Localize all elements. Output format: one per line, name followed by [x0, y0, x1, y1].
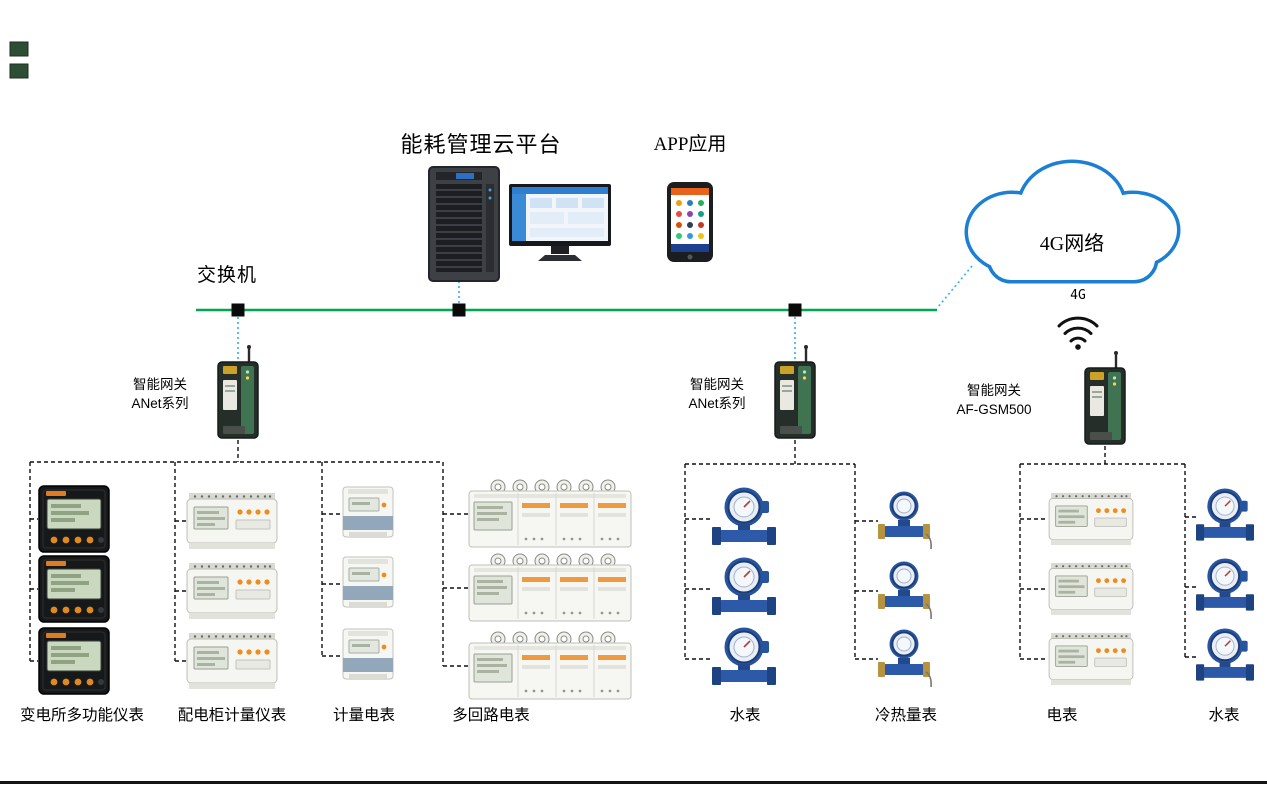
- substation-meter-device: [38, 485, 110, 553]
- water-meter-device: [712, 626, 776, 686]
- server-graphic: [428, 166, 500, 282]
- blue-dotted-links: [237, 265, 973, 360]
- electric-meter-device: [1048, 562, 1134, 616]
- group-label-heat-meters: 冷热量表: [874, 707, 937, 724]
- cabinet-meter-device: [186, 492, 278, 550]
- app-title: APP应用: [653, 134, 727, 155]
- water-meter-device: [712, 486, 776, 546]
- electric-meter-device: [1048, 632, 1134, 686]
- kwh-meter-device: [342, 556, 394, 609]
- gateway-2-model: ANet系列: [688, 396, 746, 411]
- bottom-border-line: [0, 781, 1267, 784]
- bus-tap-1: [231, 303, 245, 317]
- gateway-3-device: [1083, 350, 1127, 446]
- group-label-water-meters: 水表: [729, 707, 761, 724]
- group-label-water-meters-right: 水表: [1208, 707, 1240, 724]
- bus-tap-2: [452, 303, 466, 317]
- monitor-graphic: [509, 184, 611, 261]
- group-label-substation-meters: 变电所多功能仪表: [19, 707, 144, 724]
- ethernet-bus-line: [196, 303, 937, 317]
- heat-meter-device: [878, 628, 933, 688]
- switch-label: 交换机: [197, 265, 258, 286]
- kwh-meter-device: [342, 628, 394, 681]
- water-meter-device: [712, 556, 776, 616]
- water-meter-device: [1196, 627, 1254, 682]
- multi-circuit-meter-device: [468, 631, 632, 700]
- cabinet-meter-device: [186, 562, 278, 620]
- gateway-2-name: 智能网关: [690, 377, 744, 392]
- gateway-1-name: 智能网关: [133, 377, 187, 392]
- substation-meter-device: [38, 555, 110, 623]
- cloud-label: 4G网络: [1039, 233, 1105, 255]
- group-label-cabinet-meters: 配电柜计量仪表: [177, 707, 287, 724]
- wireless-4g-label: 4G: [1070, 288, 1086, 303]
- gateway-3-name: 智能网关: [967, 383, 1021, 398]
- kwh-meter-device: [342, 486, 394, 539]
- heat-meter-device: [878, 560, 933, 620]
- bus-tap-3: [788, 303, 802, 317]
- wifi-4g-icon: [1057, 316, 1099, 350]
- cloud-4g-shape: [964, 159, 1181, 284]
- water-meter-device: [1196, 487, 1254, 542]
- gateway-3-model: AF-GSM500: [956, 402, 1032, 417]
- fieldbus-dashed-lines: [29, 440, 1196, 667]
- heat-meter-device: [878, 490, 933, 550]
- electric-meter-device: [1048, 492, 1134, 546]
- group-label-multi-circuit-meters: 多回路电表: [452, 707, 530, 724]
- group-label-electric-meters: 电表: [1046, 707, 1078, 724]
- multi-circuit-meter-device: [468, 479, 632, 548]
- gateway-2-label: 智能网关 ANet系列: [667, 375, 767, 413]
- gateway-3-label: 智能网关 AF-GSM500: [938, 381, 1050, 419]
- substation-meter-device: [38, 627, 110, 695]
- cabinet-meter-device: [186, 632, 278, 690]
- corner-artifact-icons: [9, 41, 29, 79]
- gateway-1-model: ANet系列: [131, 396, 189, 411]
- platform-title: 能耗管理云平台: [400, 132, 562, 157]
- phone-graphic: [667, 182, 713, 262]
- multi-circuit-meter-device: [468, 553, 632, 622]
- gateway-1-label: 智能网关 ANet系列: [110, 375, 210, 413]
- water-meter-device: [1196, 557, 1254, 612]
- group-label-kwh-meters: 计量电表: [332, 707, 395, 724]
